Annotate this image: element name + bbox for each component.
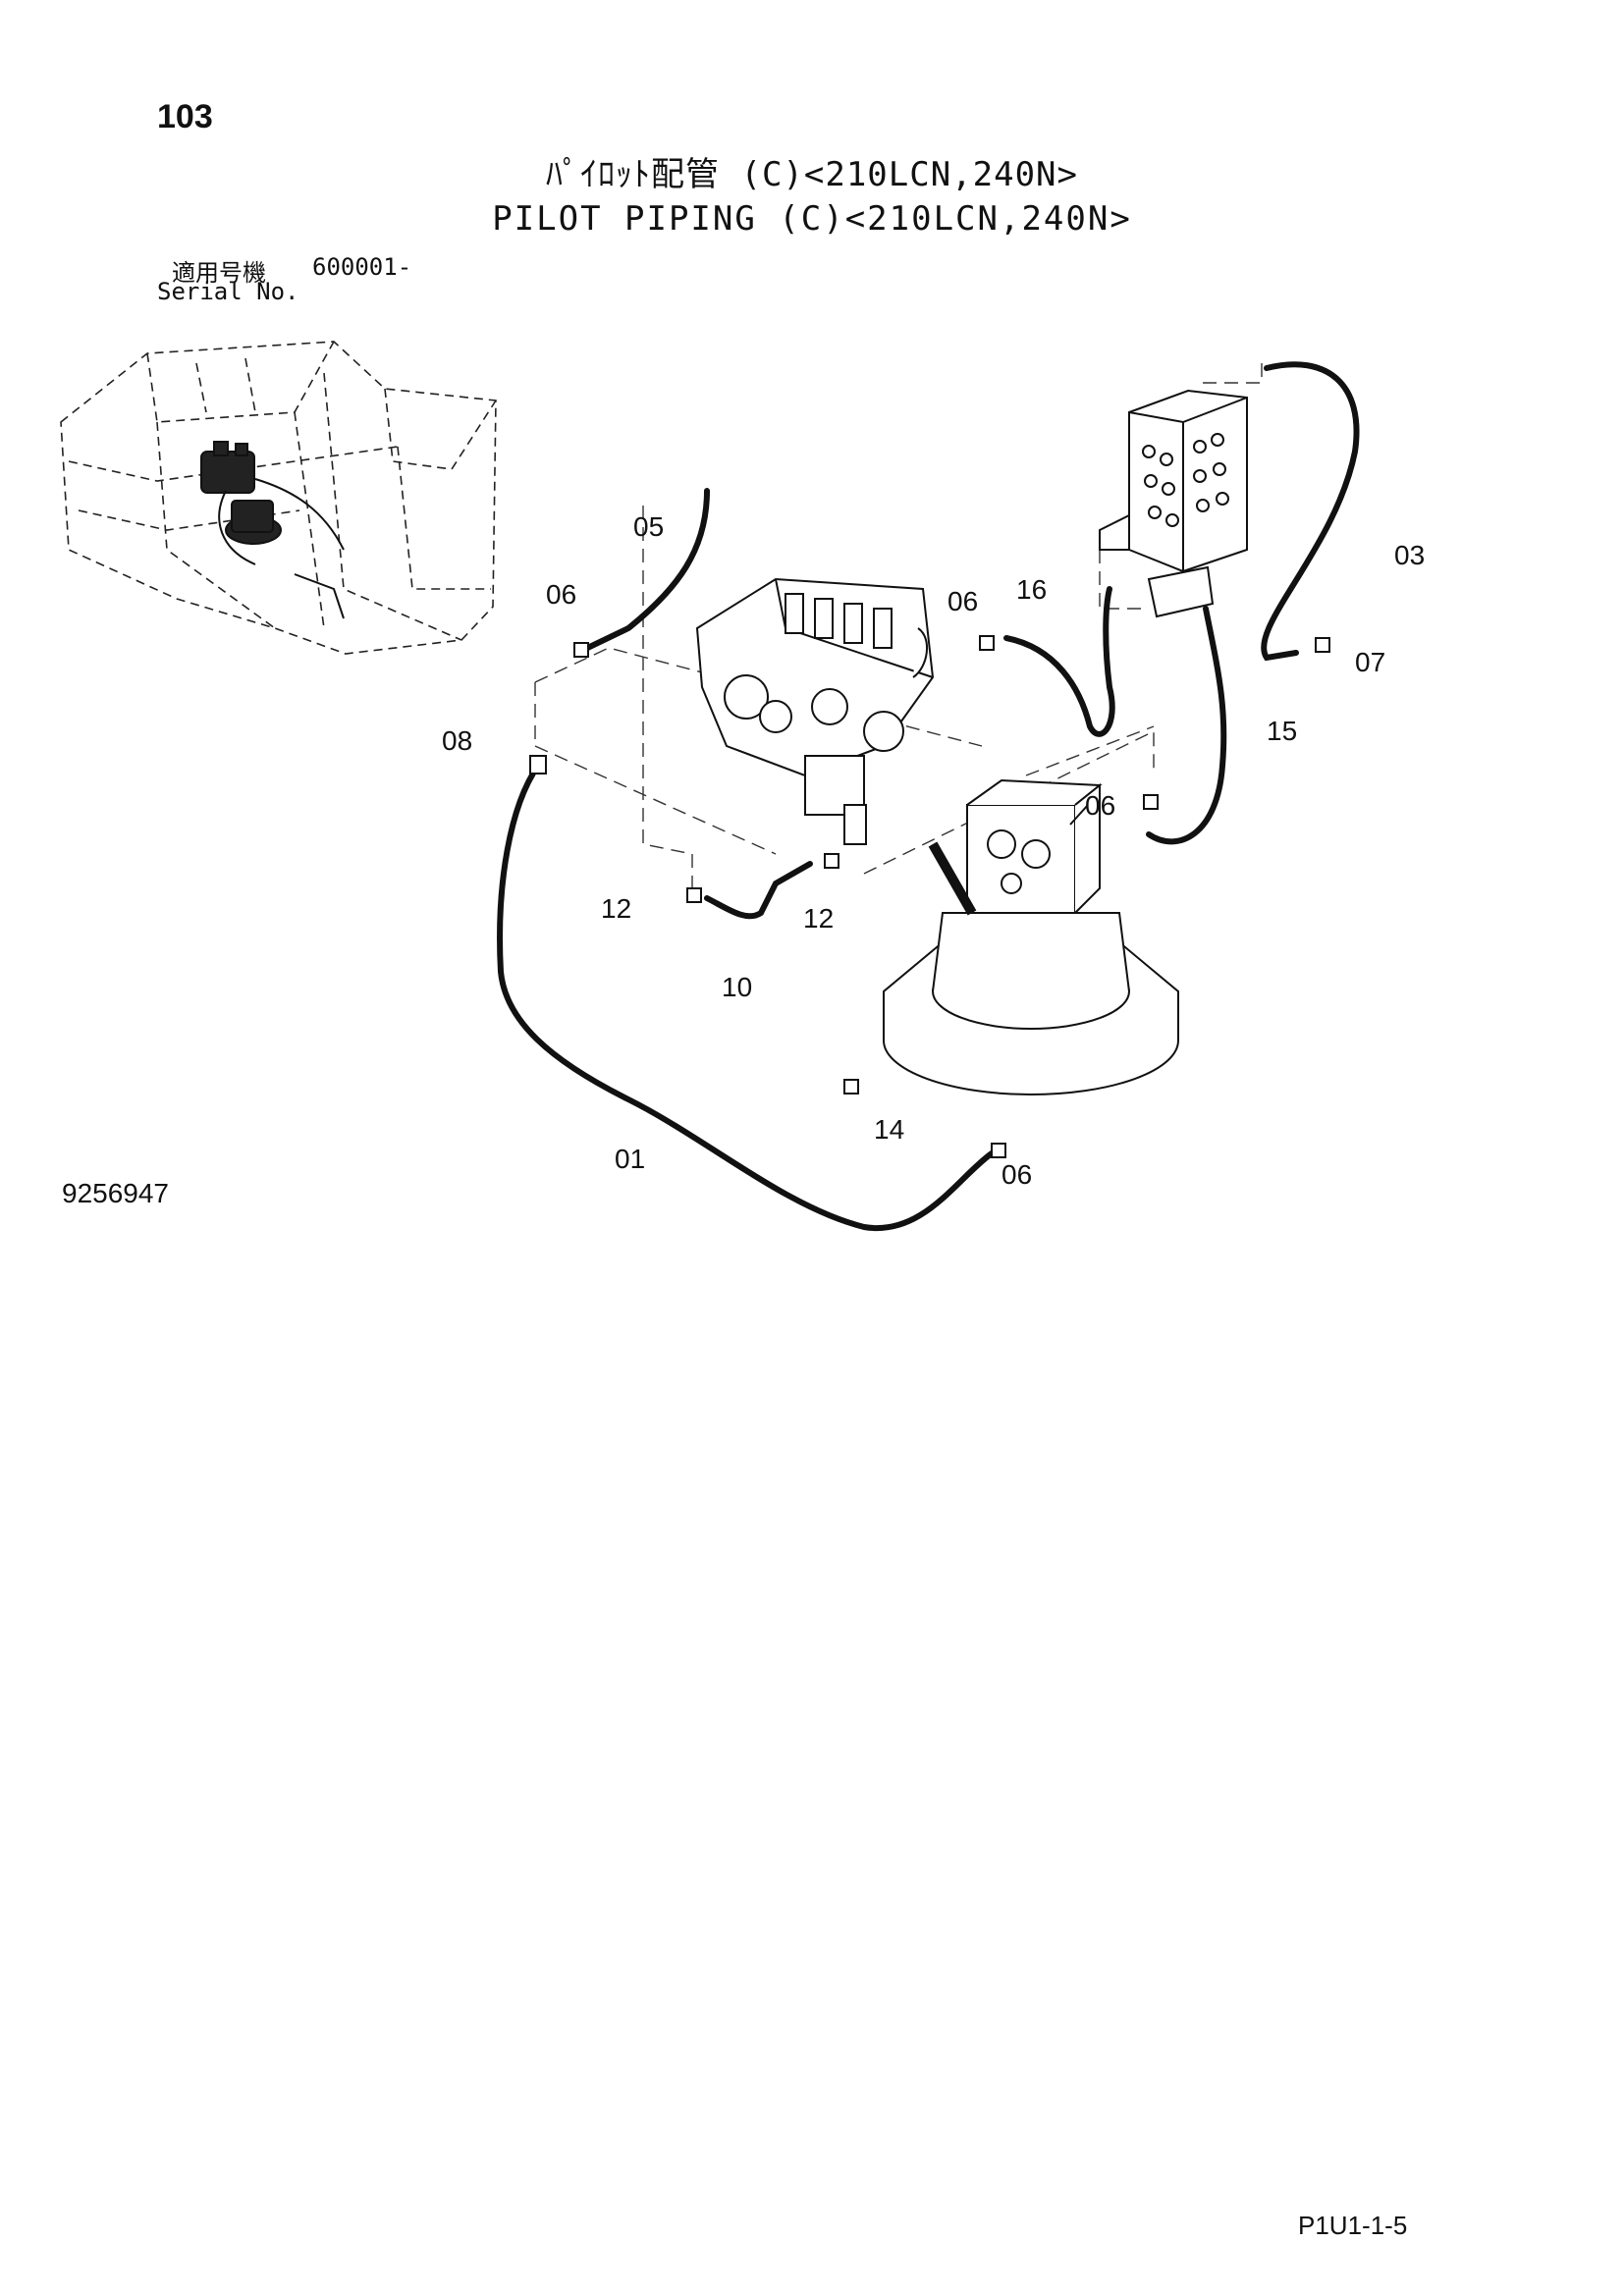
fitting-06-center <box>979 635 995 651</box>
machine-overview-inset <box>60 341 497 655</box>
callout-03: 03 <box>1394 540 1425 570</box>
fitting-07 <box>1315 637 1330 653</box>
callout-06-bottom: 06 <box>1001 1159 1032 1190</box>
callout-16: 16 <box>1016 574 1047 605</box>
callout-labels: 05 06 06 16 03 07 08 15 06 12 12 10 14 0… <box>442 511 1425 1190</box>
fitting-12-right <box>824 853 839 869</box>
fittings <box>529 635 1330 1158</box>
hose-lines <box>497 361 1360 1232</box>
page-number: 103 <box>157 98 213 135</box>
fitting-06-right <box>1143 794 1159 810</box>
callout-05: 05 <box>633 511 664 542</box>
callout-10: 10 <box>722 972 752 1002</box>
serial-number-value: 600001- <box>312 253 412 281</box>
fitting-14 <box>843 1079 859 1095</box>
fitting-06-left <box>573 642 589 658</box>
control-valve-block <box>695 577 935 845</box>
callout-08: 08 <box>442 725 472 756</box>
callout-06-center: 06 <box>947 586 978 616</box>
callout-07: 07 <box>1355 647 1385 677</box>
figure-number: 9256947 <box>62 1178 170 1208</box>
title-japanese: ﾊﾟｲﾛｯﾄ配管 (C)<210LCN,240N> <box>546 155 1078 194</box>
callout-06-left: 06 <box>546 579 576 610</box>
page-code: P1U1-1-5 <box>1298 2211 1408 2240</box>
callout-12-left: 12 <box>601 893 631 924</box>
pilot-valve-manifold <box>1099 389 1248 618</box>
fitting-12-left <box>686 887 702 903</box>
inset-highlighted-components <box>200 441 345 619</box>
callout-06-right: 06 <box>1085 790 1115 821</box>
callout-01: 01 <box>615 1144 645 1174</box>
serial-label-japanese: 適用号機 <box>172 259 266 287</box>
callout-12-right: 12 <box>803 903 834 934</box>
pilot-piping-diagram: 05 06 06 16 03 07 08 15 06 12 12 10 14 0… <box>60 341 1425 1232</box>
callout-14: 14 <box>874 1114 904 1145</box>
title-english: PILOT PIPING (C)<210LCN,240N> <box>492 199 1132 239</box>
fitting-06-bottom <box>991 1143 1006 1158</box>
callout-15: 15 <box>1267 716 1297 746</box>
fitting-08 <box>529 755 547 774</box>
swing-motor <box>883 778 1179 1095</box>
serial-label-english: Serial No. <box>157 278 299 305</box>
